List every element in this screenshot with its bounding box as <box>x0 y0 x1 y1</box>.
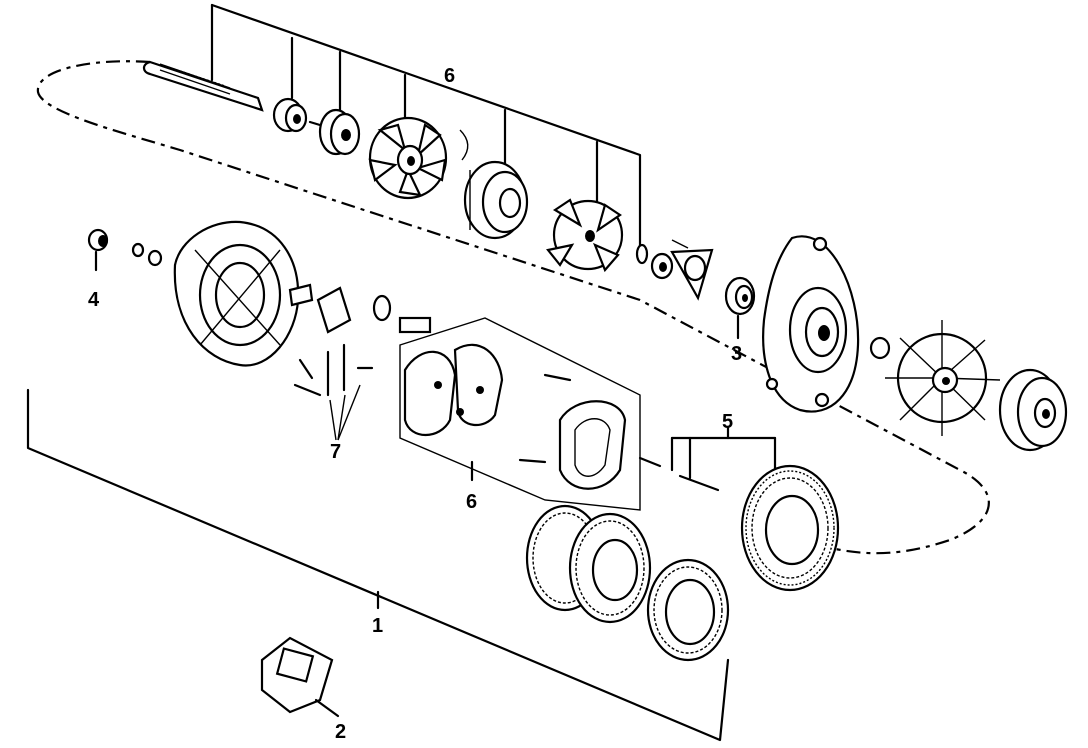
collar <box>308 108 361 156</box>
rotor-shaft <box>142 60 264 112</box>
callout-4: 4 <box>88 289 100 311</box>
small-washer-left <box>147 249 163 267</box>
rotor-ring <box>646 558 730 662</box>
screws-7 <box>293 343 374 441</box>
kit-6-bracket <box>210 3 642 264</box>
callout-5: 5 <box>722 411 733 433</box>
stator <box>740 464 840 592</box>
bearing-retainer <box>670 239 714 301</box>
rear-fan <box>546 198 624 273</box>
rear-bearing-3 <box>724 276 756 340</box>
rectifier-kit-bracket <box>399 317 641 511</box>
bushing-4 <box>87 228 109 272</box>
kit-5-bracket <box>670 426 777 480</box>
rectifier-plates <box>403 343 504 436</box>
front-housing <box>762 235 860 413</box>
voltage-regulator-2 <box>260 636 340 718</box>
rear-housing <box>173 220 300 367</box>
front-fan <box>368 116 448 200</box>
callout-6-bottom: 6 <box>466 491 477 513</box>
callout-1: 1 <box>372 615 383 637</box>
rectifier-screws <box>518 373 720 492</box>
callout-6-top: 6 <box>444 65 455 87</box>
pulley <box>998 368 1068 452</box>
small-nut <box>131 242 145 258</box>
rotor-poles <box>525 504 652 624</box>
callout-3: 3 <box>731 343 742 365</box>
callout-2: 2 <box>335 721 346 743</box>
rotor-winding-front <box>459 129 529 240</box>
pulley-spacer <box>869 336 891 360</box>
large-fan <box>885 320 1001 436</box>
bearing-spacer <box>272 97 308 133</box>
bearing <box>650 252 674 280</box>
heat-sink <box>558 400 627 490</box>
small-washer <box>635 243 649 265</box>
brush-holder <box>288 283 432 334</box>
assembly-outline-loop <box>36 60 990 555</box>
callout-7: 7 <box>330 441 341 463</box>
kit-1-bracket <box>26 388 730 742</box>
